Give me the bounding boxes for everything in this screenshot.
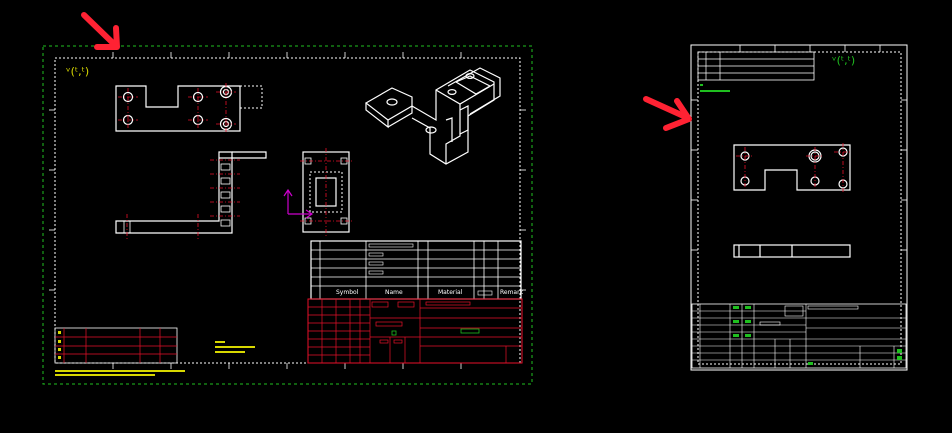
top-view-part[interactable] [115, 83, 263, 134]
drawing-sheet-left[interactable]: ᵛ(ᵗ,ᵗ) [42, 45, 533, 385]
bom-header-name: Name [385, 289, 403, 296]
ucs-axis-icon [283, 188, 314, 219]
top-view-part-right[interactable] [733, 143, 852, 192]
view-label: ᵛ(ᵗ,ᵗ) [66, 65, 89, 78]
bom-header-symbol: Symbol [336, 289, 359, 296]
view-label-right: ᵛ(ᵗ,ᵗ) [832, 54, 855, 67]
notes-block [55, 341, 255, 376]
sheet-border-inner [54, 57, 521, 364]
side-view-part[interactable] [300, 148, 352, 236]
bom-header-material: Material [438, 289, 463, 296]
front-view-part-right[interactable] [733, 244, 851, 258]
title-block-right[interactable] [691, 303, 907, 369]
bom-table[interactable]: Symbol Name Material Remark [310, 240, 524, 300]
bom-header-remark: Remark [500, 289, 524, 296]
revision-table[interactable] [54, 327, 178, 364]
zone-ticks-right [691, 45, 907, 251]
zone-ticks [49, 52, 526, 369]
isometric-view[interactable] [364, 67, 501, 165]
red-arrow-icon [643, 96, 692, 131]
revision-table-right[interactable] [697, 51, 815, 92]
title-block[interactable] [307, 298, 523, 364]
red-arrow-icon [81, 12, 120, 50]
sheet-border-outer [42, 45, 533, 385]
front-view-part[interactable] [115, 151, 267, 240]
drawing-sheet-right[interactable]: ᵛ(ᵗ,ᵗ) [690, 44, 908, 371]
